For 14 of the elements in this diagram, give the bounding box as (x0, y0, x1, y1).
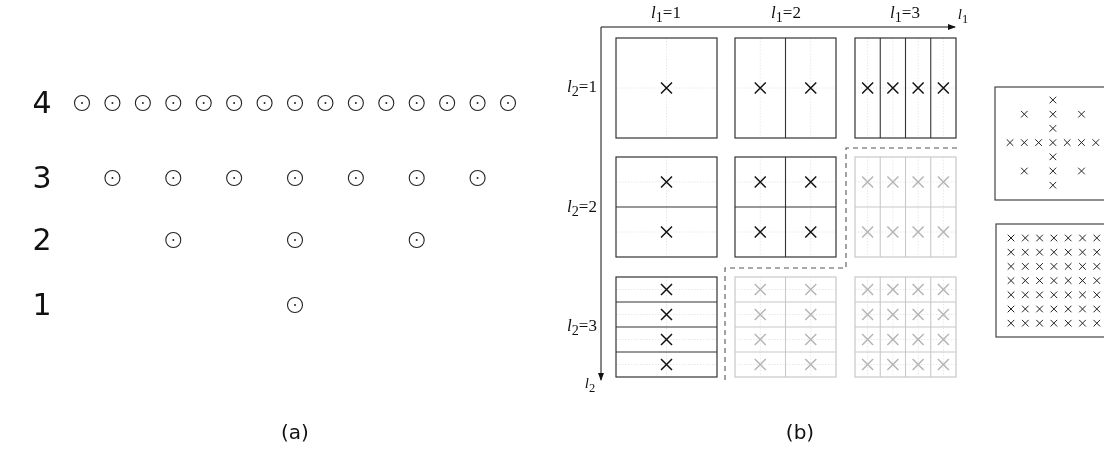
level-number: 2 (32, 225, 52, 255)
level-number: 4 (32, 88, 52, 118)
level-number: 1 (32, 290, 52, 320)
row-header: l$_{2}$=3 (567, 316, 597, 338)
panel-label: (b) (785, 422, 815, 442)
column-header: l$_{1}$=1 (651, 3, 681, 25)
axis-label: l$_{1}$ (957, 6, 969, 26)
column-header: l$_{1}$=3 (890, 3, 920, 25)
row-header: l$_{2}$=1 (567, 77, 597, 99)
row-header: l$_{2}$=2 (567, 197, 597, 219)
panel-label: (a) (281, 422, 309, 442)
column-header: l$_{1}$=2 (771, 3, 801, 25)
axis-label: l$_{2}$ (584, 375, 596, 395)
level-number: 3 (32, 163, 52, 193)
